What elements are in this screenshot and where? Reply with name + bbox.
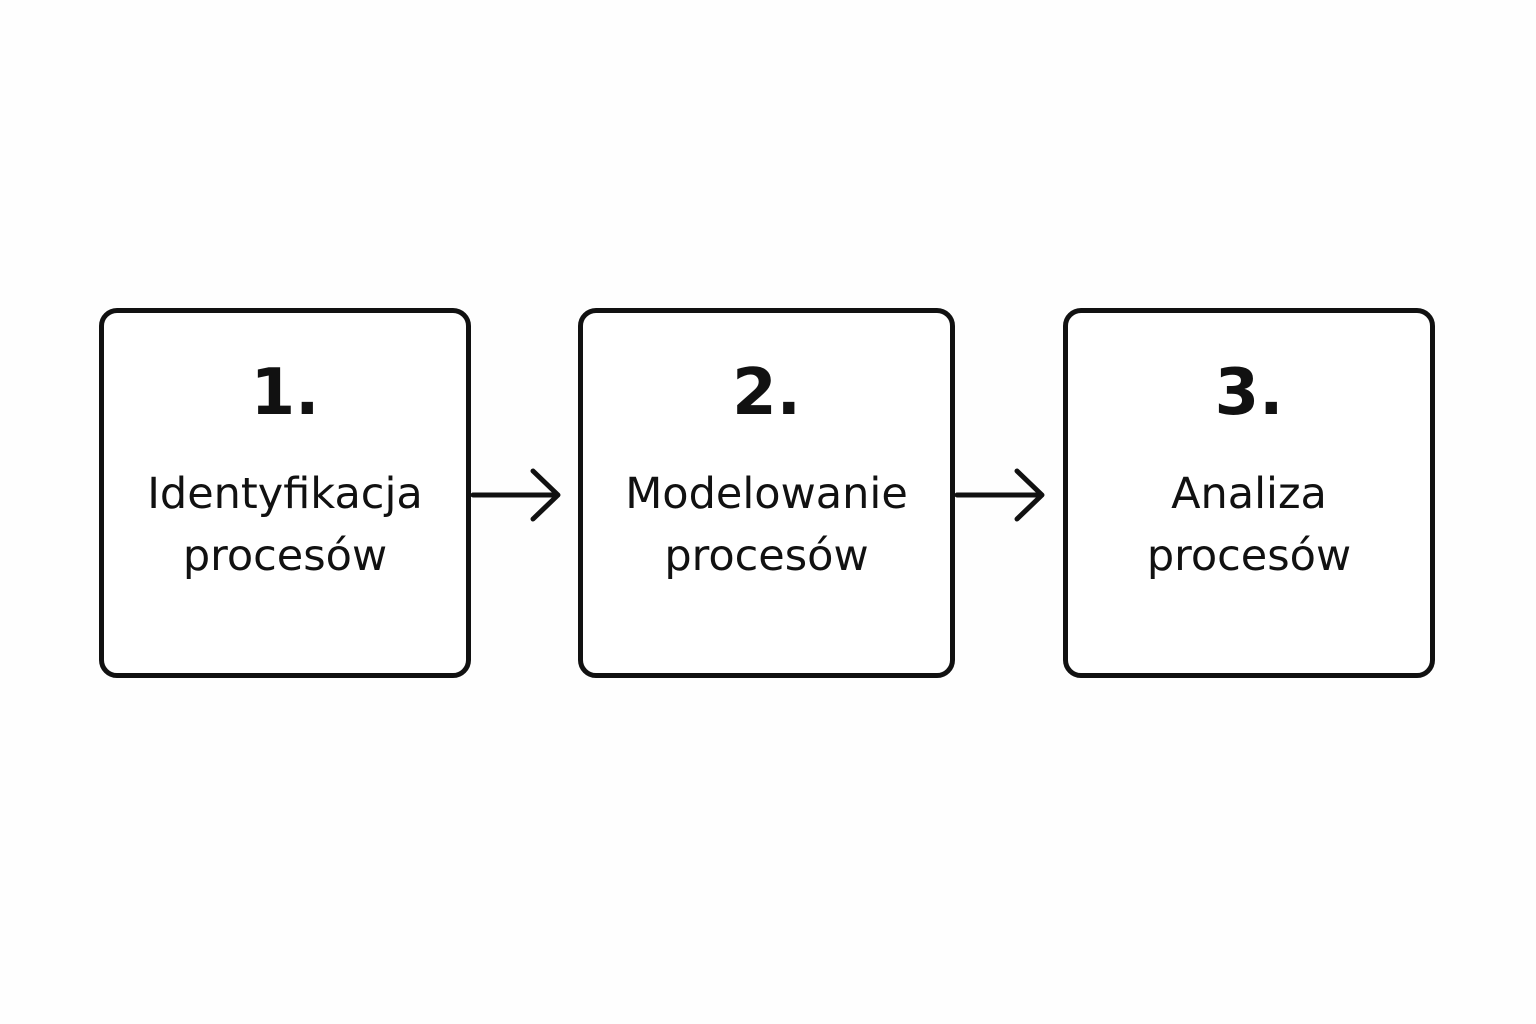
arrow-right-icon <box>471 468 561 522</box>
step-label: Modelowanie procesów <box>625 469 908 581</box>
step-number: 1. <box>250 356 320 430</box>
step-number: 2. <box>732 356 801 430</box>
step-box-analysis: 3. Analiza procesów <box>1063 308 1435 678</box>
step-label: Identyfikacja procesów <box>147 469 423 581</box>
arrow-right-icon <box>955 468 1045 522</box>
step-label: Analiza procesów <box>1146 469 1352 581</box>
step-box-modeling: 2. Modelowanie procesów <box>578 308 955 678</box>
step-box-identification: 1. Identyfikacja procesów <box>99 308 471 678</box>
step-number: 3. <box>1214 356 1284 430</box>
